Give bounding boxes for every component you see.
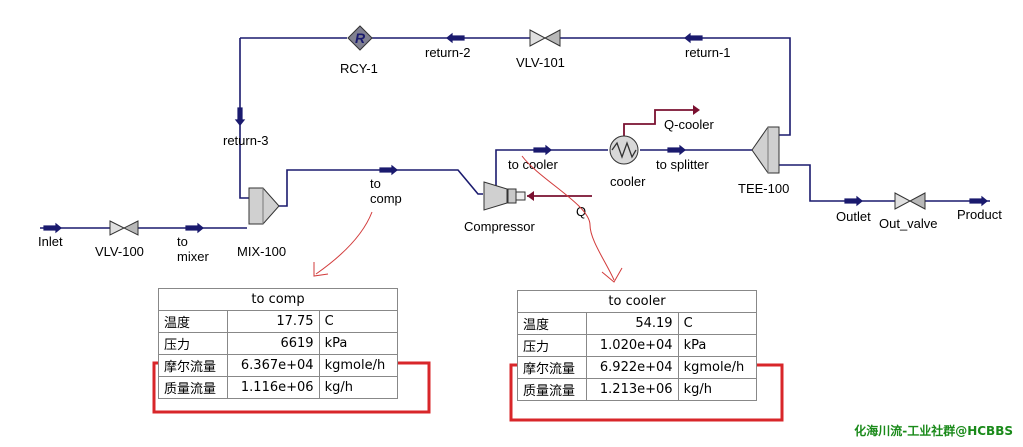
table-title: to cooler <box>517 290 757 313</box>
property-name: 压力 <box>517 334 587 357</box>
property-name: 质量流量 <box>517 378 587 401</box>
tee-100-label: TEE-100 <box>738 181 789 196</box>
arrow-icon <box>693 105 700 115</box>
arrow-icon <box>667 144 686 156</box>
out-valve-label: Out_valve <box>879 216 938 231</box>
property-name: 摩尔流量 <box>517 356 587 379</box>
property-value: 6.367e+04 <box>226 354 320 377</box>
return-2-label: return-2 <box>425 45 471 60</box>
property-name: 压力 <box>158 332 228 355</box>
property-table-to-cooler: to cooler 温度 54.19 C 压力 1.020e+04 kPa 摩尔… <box>517 290 758 401</box>
property-value: 54.19 <box>585 312 679 335</box>
to-splitter-label: to splitter <box>656 157 709 172</box>
arrow-icon <box>234 107 246 126</box>
property-unit: kPa <box>677 334 758 357</box>
outlet-label: Outlet <box>836 209 871 224</box>
return-1-label: return-1 <box>685 45 731 60</box>
table-row: 温度 17.75 C <box>158 310 399 333</box>
table-row: 摩尔流量 6.922e+04 kgmole/h <box>517 356 758 379</box>
property-unit: kgmole/h <box>677 356 758 379</box>
product-label: Product <box>957 207 1002 222</box>
q-label: Q <box>576 204 586 219</box>
property-unit: kPa <box>318 332 399 355</box>
arrow-icon <box>446 32 465 44</box>
cooler-label: cooler <box>610 174 646 189</box>
outlet-stream-line <box>779 164 895 202</box>
arrow-icon <box>313 262 329 277</box>
table-row: 质量流量 1.213e+06 kg/h <box>517 378 758 401</box>
arrow-icon <box>43 222 62 234</box>
arrow-icon <box>601 267 623 283</box>
property-unit: C <box>677 312 758 335</box>
stream-arrows <box>43 32 988 234</box>
arrow-icon <box>379 164 398 176</box>
arrow-icon <box>185 222 204 234</box>
compressor-icon[interactable] <box>483 181 526 211</box>
to-comp-stream-line <box>279 169 483 207</box>
rcy-1-label: RCY-1 <box>340 61 378 76</box>
annotation-arrows <box>313 155 623 283</box>
vlv-101-valve-icon[interactable] <box>529 29 561 47</box>
out-valve-icon[interactable] <box>894 192 926 210</box>
mix-100-label: MIX-100 <box>237 244 286 259</box>
property-value: 6.922e+04 <box>585 356 679 379</box>
table-row: 压力 6619 kPa <box>158 332 399 355</box>
property-name: 质量流量 <box>158 376 228 399</box>
property-unit: C <box>318 310 399 333</box>
property-unit: kg/h <box>318 376 399 399</box>
energy-streams <box>527 105 700 201</box>
vlv-101-label: VLV-101 <box>516 55 565 70</box>
to-cooler-label: to cooler <box>508 157 559 172</box>
arrow-icon <box>527 191 534 201</box>
property-unit: kg/h <box>677 378 758 401</box>
arrow-icon <box>969 195 988 207</box>
return-3-stream-line <box>239 38 249 199</box>
property-name: 摩尔流量 <box>158 354 228 377</box>
cooler-icon[interactable] <box>609 135 639 165</box>
rcy-1-recycle-icon[interactable]: R <box>347 25 373 51</box>
compressor-label: Compressor <box>464 219 535 234</box>
table-row: 质量流量 1.116e+06 kg/h <box>158 376 399 399</box>
arrow-icon <box>684 32 703 44</box>
property-name: 温度 <box>158 310 228 333</box>
arrow-icon <box>533 144 552 156</box>
table-row: 压力 1.020e+04 kPa <box>517 334 758 357</box>
q-cooler-energy-line <box>623 109 697 139</box>
property-name: 温度 <box>517 312 587 335</box>
property-value: 17.75 <box>226 310 320 333</box>
property-value: 1.020e+04 <box>585 334 679 357</box>
table-title: to comp <box>158 288 398 311</box>
vlv-100-valve-icon[interactable] <box>109 220 139 236</box>
mix-100-mixer-icon[interactable] <box>248 187 280 225</box>
annotation-arrow-cooler <box>521 155 615 281</box>
watermark: 化海川流-工业社群@HCBBS <box>854 424 1013 438</box>
q-cooler-label: Q-cooler <box>664 117 715 132</box>
return-3-label: return-3 <box>223 133 269 148</box>
table-row: 摩尔流量 6.367e+04 kgmole/h <box>158 354 399 377</box>
table-row: 温度 54.19 C <box>517 312 758 335</box>
annotation-arrow-comp <box>315 211 373 275</box>
rcy-1-symbol: R <box>355 30 366 46</box>
inlet-label: Inlet <box>38 234 63 249</box>
arrow-icon <box>844 195 863 207</box>
tee-100-splitter-icon[interactable] <box>751 126 780 174</box>
property-table-to-comp: to comp 温度 17.75 C 压力 6619 kPa 摩尔流量 6.36… <box>158 288 399 399</box>
vlv-100-label: VLV-100 <box>95 244 144 259</box>
property-value: 1.116e+06 <box>226 376 320 399</box>
property-unit: kgmole/h <box>318 354 399 377</box>
property-value: 1.213e+06 <box>585 378 679 401</box>
property-value: 6619 <box>226 332 320 355</box>
return-1-stream-line <box>560 37 791 136</box>
